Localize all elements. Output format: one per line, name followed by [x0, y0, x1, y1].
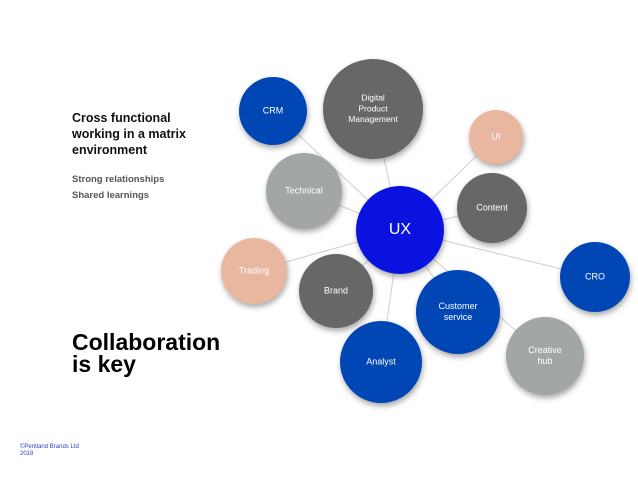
- node-ux: UX: [356, 186, 444, 274]
- node-cro: CRO: [560, 242, 630, 312]
- node-label-ui: UI: [492, 131, 501, 141]
- node-label-brand: Brand: [324, 285, 348, 295]
- node-label-trading: Trading: [239, 265, 269, 275]
- node-circle-content: [457, 173, 527, 243]
- node-trading: Trading: [221, 238, 287, 304]
- node-technical: Technical: [266, 153, 342, 229]
- node-ui: UI: [469, 110, 523, 164]
- node-circle-trading: [221, 238, 287, 304]
- node-label-customer-service: service: [444, 312, 473, 322]
- node-label-ux: UX: [389, 221, 412, 238]
- node-label-analyst: Analyst: [366, 356, 396, 366]
- node-circle-technical: [266, 153, 342, 229]
- node-label-digital-product-management: Management: [348, 114, 398, 124]
- node-brand: Brand: [299, 254, 373, 328]
- node-circle-creative-hub: [506, 317, 584, 395]
- node-label-content: Content: [476, 202, 508, 212]
- node-circle-brand: [299, 254, 373, 328]
- node-analyst: Analyst: [340, 321, 422, 403]
- node-label-creative-hub: Creative: [528, 345, 562, 355]
- heading: Cross functional working in a matrix env…: [72, 111, 186, 157]
- node-circle-ui: [469, 110, 523, 164]
- node-label-customer-service: Customer: [438, 301, 477, 311]
- node-label-crm: CRM: [263, 105, 284, 115]
- node-circle-cro: [560, 242, 630, 312]
- node-label-creative-hub: hub: [537, 356, 552, 366]
- copyright: ©Pentland Brands Ltd 2018: [20, 444, 79, 457]
- node-circle-customer-service: [416, 270, 500, 354]
- node-circle-ux: [356, 186, 444, 274]
- point-strong-relationships: Strong relationships: [72, 174, 165, 185]
- node-content: Content: [457, 173, 527, 243]
- node-circle-crm: [239, 77, 307, 145]
- node-label-technical: Technical: [285, 185, 323, 195]
- node-label-digital-product-management: Digital: [361, 93, 385, 103]
- node-circle-digital-product-management: [323, 59, 423, 159]
- tagline: Collaboration is key: [72, 329, 221, 377]
- node-label-cro: CRO: [585, 271, 605, 281]
- node-label-digital-product-management: Product: [358, 103, 388, 113]
- node-circle-analyst: [340, 321, 422, 403]
- node-crm: CRM: [239, 77, 307, 145]
- point-shared-learnings: Shared learnings: [72, 190, 150, 201]
